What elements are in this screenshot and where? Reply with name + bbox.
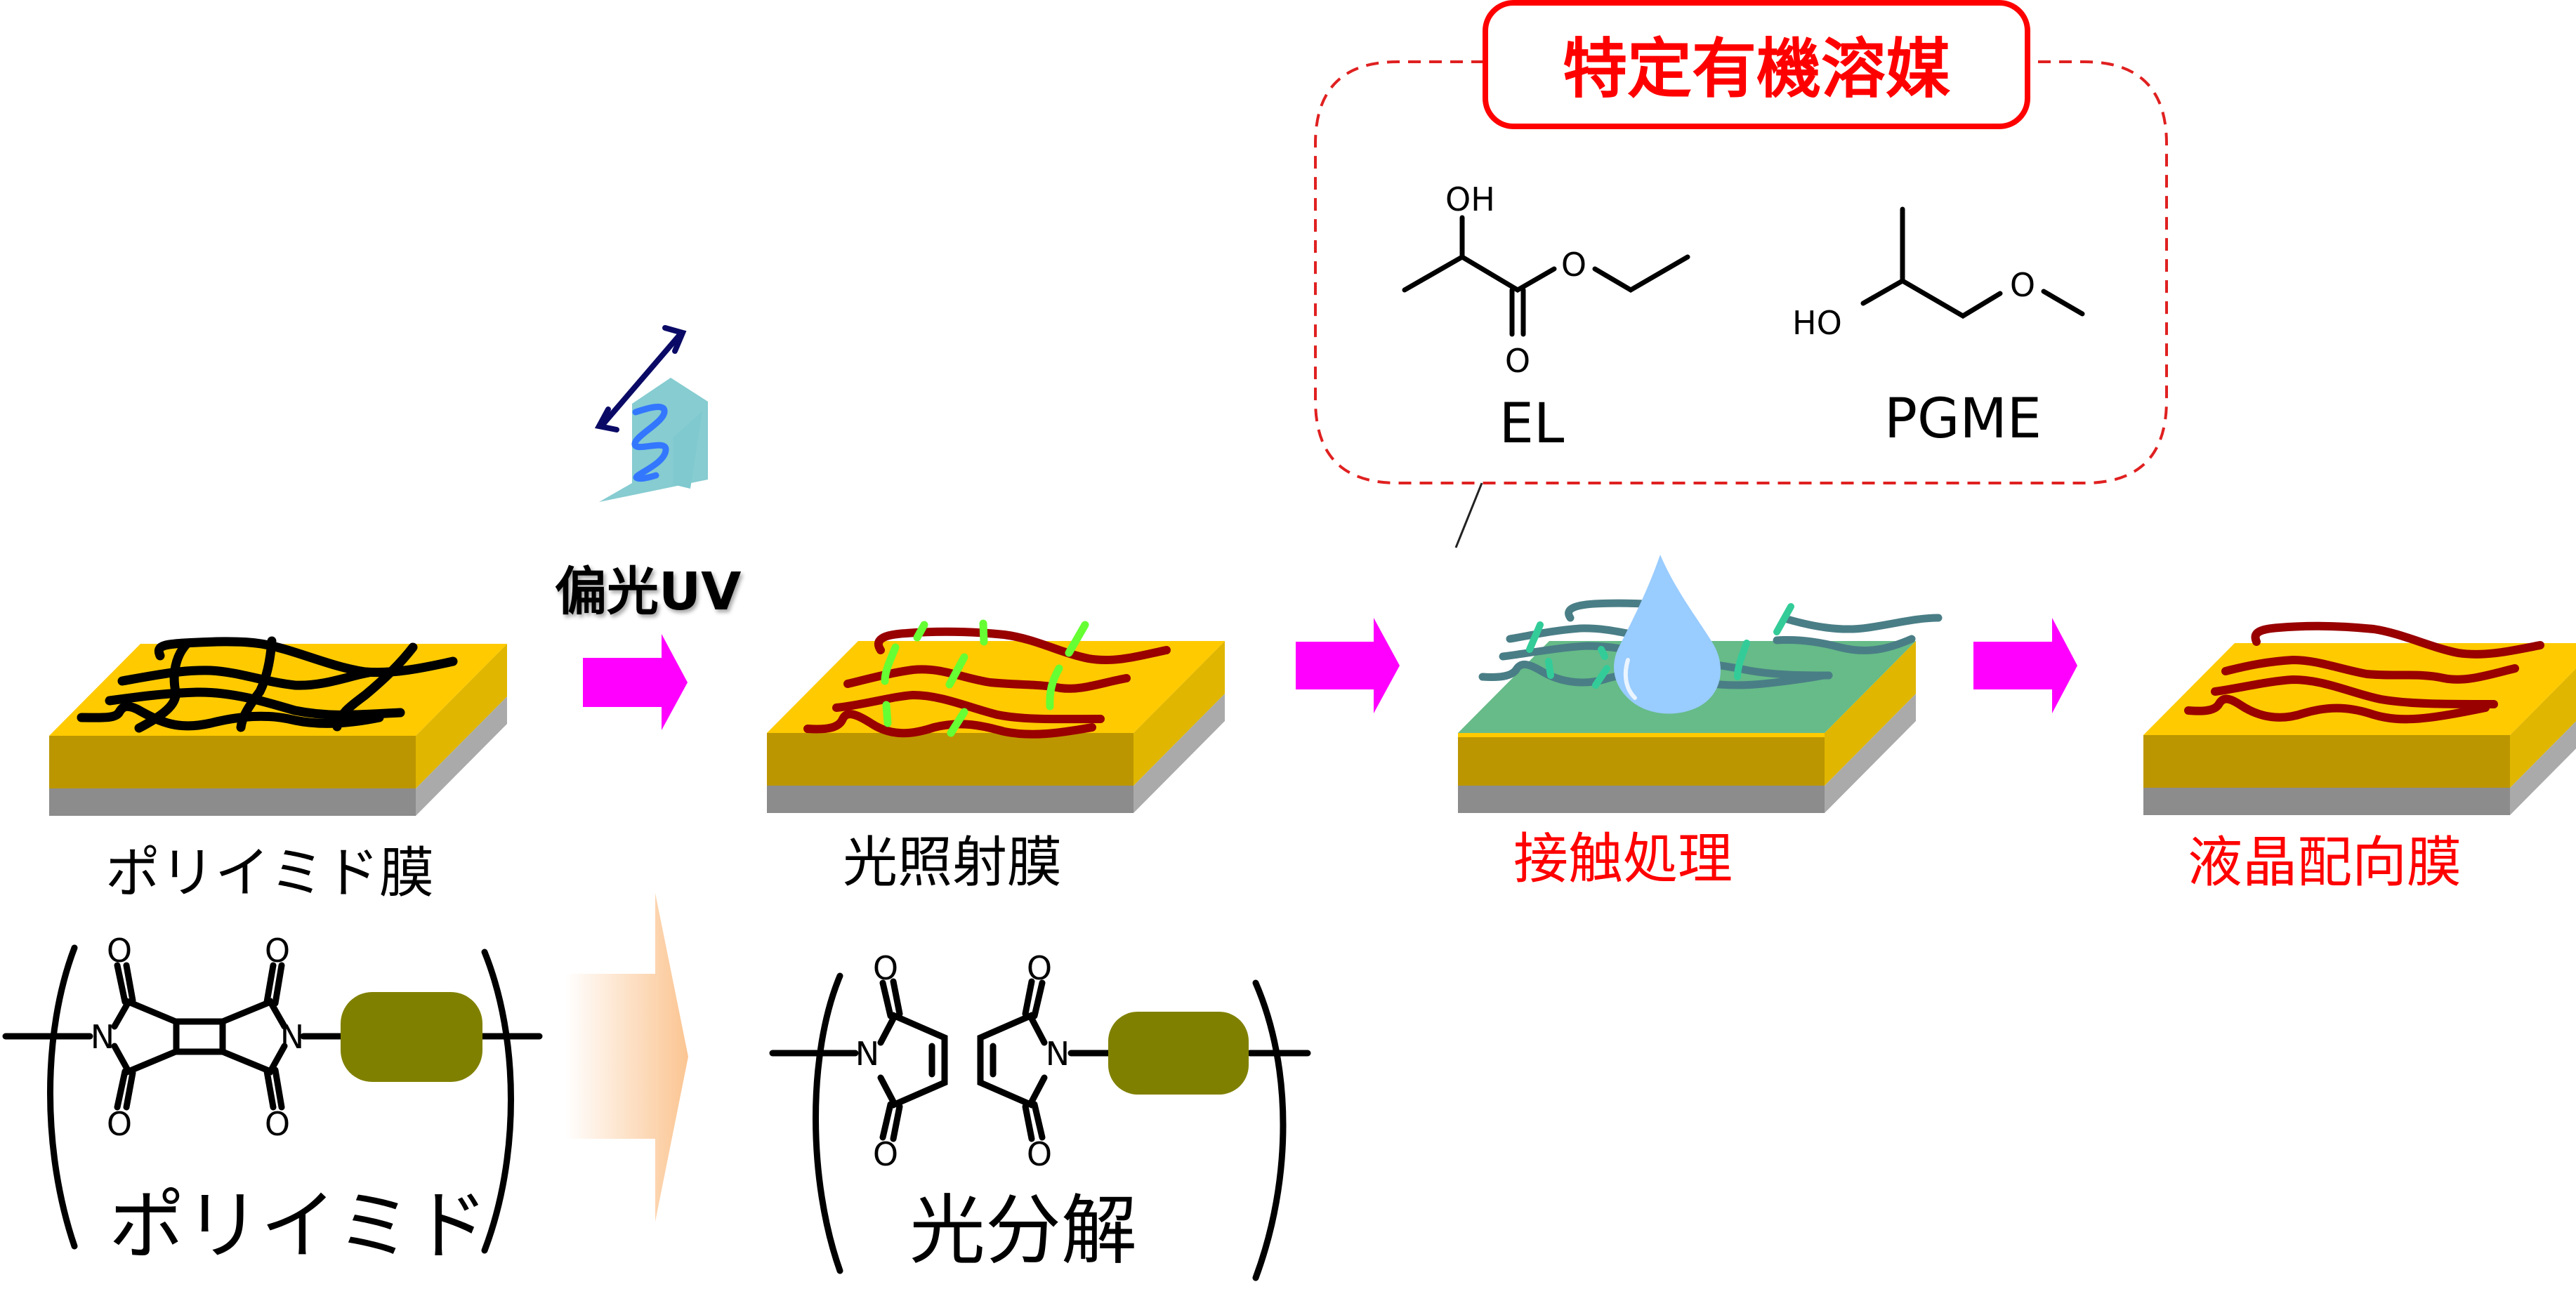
atom-label: O: [1027, 949, 1052, 987]
atom-label: O: [2010, 266, 2035, 304]
aligned-chains-with-fragments: [803, 619, 1171, 739]
substrate-front-face: [2143, 788, 2510, 815]
film-front-face: [767, 733, 1133, 786]
atom-label: N: [91, 1018, 114, 1056]
substrate-side-face: [1133, 694, 1225, 813]
substrate-side-face: [416, 696, 507, 816]
atom-label: O: [107, 1105, 132, 1143]
pgme-structure: HO O PGME: [1792, 206, 2085, 451]
atom-label: O: [265, 932, 290, 970]
film-side-face: [1133, 641, 1225, 786]
atom-label: O: [873, 1135, 898, 1173]
atom-label: OH: [1445, 180, 1495, 218]
solvent-droplet-icon: [1614, 555, 1721, 714]
film-front-face: [49, 736, 416, 788]
atom-label: O: [1505, 342, 1530, 380]
polarization-direction-arrow: [594, 325, 687, 432]
polyimide-caption: ポリイミド: [109, 1182, 488, 1270]
atom-label: O: [873, 949, 898, 987]
atom-label: N: [280, 1018, 304, 1056]
substrate-front-face: [49, 788, 416, 816]
diamine-block: [1108, 1012, 1249, 1095]
step-label-alignment-film: 液晶配向膜: [2188, 831, 2462, 894]
process-arrow-2: [1296, 618, 1400, 713]
film-front-face: [2143, 735, 2510, 788]
atom-label: N: [1046, 1035, 1070, 1073]
film-top-rim: [1458, 733, 1825, 737]
atom-label: O: [1561, 246, 1586, 284]
photodecomposed-structure: O O O O N N 光分解: [769, 949, 1311, 1281]
polyimide-structure: O O O O N N ポリイミド: [2, 932, 543, 1270]
solvent-name-pgme: PGME: [1884, 388, 2042, 451]
step-label-contact-treatment: 接触処理: [1513, 828, 1733, 891]
solvent-name-el: EL: [1499, 392, 1565, 456]
polyimide-film-block: [49, 644, 507, 816]
film-side-face: [2510, 668, 2576, 788]
substrate-side-face: [1825, 694, 1916, 813]
solvent-title-box: [1483, 0, 2030, 129]
ethyl-lactate-structure: OH O O EL: [1402, 180, 1690, 456]
callout-leader-line: [1454, 482, 1483, 548]
polarized-uv-icon: [599, 378, 708, 502]
film-top-surface: [2143, 643, 2576, 735]
atom-label: O: [1027, 1135, 1052, 1173]
atom-label: O: [107, 932, 132, 970]
step-label-polyimide-film: ポリイミド膜: [105, 842, 434, 905]
process-arrow-3: [1973, 618, 2077, 713]
decomposition-arrow: [565, 893, 688, 1222]
solvent-title: 特定有機溶媒: [1563, 32, 1951, 107]
process-arrow-1: [583, 634, 688, 730]
film-front-face: [1458, 733, 1825, 786]
atom-label: O: [265, 1105, 290, 1143]
film-side-face: [1825, 641, 1916, 786]
aligned-chains: [2184, 621, 2544, 724]
step-label-irradiated-film: 光照射膜: [843, 831, 1062, 894]
polymer-network-chains: [77, 636, 458, 733]
film-side-face: [416, 644, 507, 788]
diamine-block: [341, 992, 482, 1082]
atom-label: HO: [1792, 304, 1842, 342]
photodecomposed-caption: 光分解: [909, 1187, 1137, 1275]
atom-label: N: [855, 1035, 879, 1073]
substrate-front-face: [767, 786, 1133, 813]
substrate-front-face: [1458, 786, 1825, 813]
solvent-callout: 特定有機溶媒: [1314, 0, 2168, 484]
substrate-side-face: [2510, 721, 2576, 815]
polarized-uv-label: 偏光UV: [555, 562, 741, 622]
